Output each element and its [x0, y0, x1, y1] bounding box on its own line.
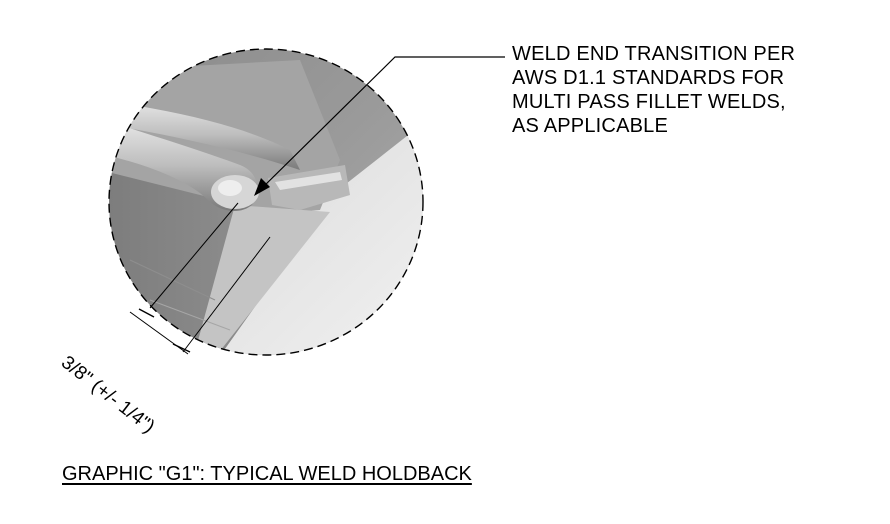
graphic-caption: GRAPHIC "G1": TYPICAL WELD HOLDBACK: [62, 463, 472, 485]
callout-line-1: WELD END TRANSITION PER: [512, 43, 796, 65]
extension-line-right: [182, 236, 271, 353]
weld-photo: [109, 49, 423, 355]
callout-line-3: MULTI PASS FILLET WELDS,: [512, 91, 786, 113]
callout-line-4: AS APPLICABLE: [512, 115, 669, 137]
dimension-tick-right: [172, 343, 191, 353]
dimension-tick-left: [138, 308, 155, 318]
leader-arrowhead: [254, 178, 270, 196]
callout-line-2: AWS D1.1 STANDARDS FOR: [512, 67, 785, 89]
callout-note: WELD END TRANSITION PER AWS D1.1 STANDAR…: [512, 42, 795, 138]
detail-circle-outline: [108, 48, 424, 356]
leader-line: [257, 56, 505, 193]
extension-line-left: [149, 202, 239, 309]
